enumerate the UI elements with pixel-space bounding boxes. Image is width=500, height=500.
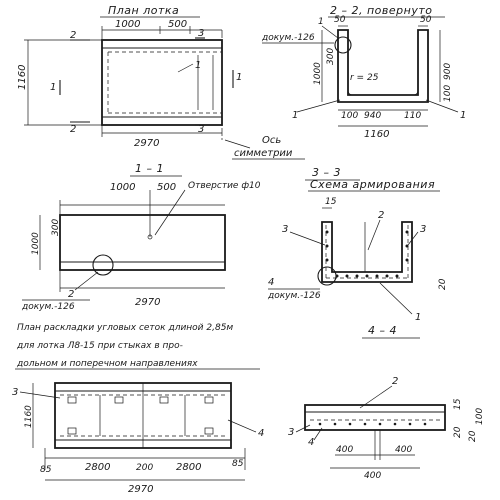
reinf-dim-15: 15 bbox=[325, 197, 337, 207]
reinf-title: Схема армирования bbox=[310, 178, 435, 191]
sec22-dim-50a: 50 bbox=[334, 15, 346, 25]
reinf-doc-ref: докум.-126 bbox=[267, 291, 321, 301]
sec22-detail-circle bbox=[334, 36, 352, 54]
reinf-callout-4: 4 bbox=[268, 277, 274, 288]
reinf-detail-circle bbox=[317, 266, 337, 286]
layout-dim-2800a: 2800 bbox=[85, 462, 110, 473]
section-4-4-detail: 2 3 4 15 100 20 20 400 400 400 bbox=[288, 376, 485, 481]
reinf-bars bbox=[325, 230, 409, 278]
plan-sec-3-bot: 3 bbox=[198, 124, 204, 135]
reinf-callout-2: 2 bbox=[378, 210, 384, 221]
sec11-hole-label: Отверстие ф10 bbox=[188, 181, 261, 191]
sec22-dim-300: 300 bbox=[326, 48, 336, 65]
layout-callout-4: 4 bbox=[258, 428, 264, 439]
sec44-dim-20a: 20 bbox=[453, 426, 463, 438]
sec11-outline bbox=[59, 214, 226, 271]
plan-dim-1000: 1000 bbox=[115, 19, 140, 30]
sec44-bars bbox=[318, 422, 427, 426]
sec11-dim-2970: 2970 bbox=[135, 297, 160, 308]
sec44-dim-15: 15 bbox=[453, 398, 463, 410]
sec44-dim-100: 100 bbox=[475, 408, 485, 425]
layout-dim-85b: 85 bbox=[232, 459, 244, 469]
sec44-callout-2: 2 bbox=[392, 376, 398, 387]
plan-sec-3-top: 3 bbox=[198, 28, 204, 39]
sec22-dim-940: 940 bbox=[364, 111, 381, 121]
plan-sec-1-left: 1 bbox=[50, 82, 56, 93]
reinf-callout-3a: 3 bbox=[282, 224, 288, 235]
plan-callout-1: 1 bbox=[195, 60, 201, 71]
plan-axis-label2: симметрии bbox=[234, 148, 293, 159]
plan-outline bbox=[101, 39, 223, 126]
sec11-dim-300: 300 bbox=[51, 219, 61, 236]
layout-dim-200: 200 bbox=[136, 463, 153, 473]
layout-plan: 1160 3 4 85 2800 200 2800 85 2970 bbox=[12, 382, 264, 495]
sec22-callout-1c: 1 bbox=[460, 110, 466, 121]
section-1-1: 1 – 1 1000 500 Отверстие ф10 1000 300 29… bbox=[21, 162, 261, 312]
sec22-dim-900: 900 bbox=[443, 63, 453, 80]
sec22-doc-ref: докум.-126 bbox=[261, 33, 315, 43]
sec22-dim-110a: 100 bbox=[341, 111, 358, 121]
sec22-dim-110: 110 bbox=[404, 111, 421, 121]
layout-callout-3: 3 bbox=[12, 387, 18, 398]
sec22-dim-50b: 50 bbox=[420, 15, 432, 25]
sec11-dim-1000v: 1000 bbox=[31, 232, 41, 255]
reinf-profile bbox=[321, 221, 413, 283]
plan-dim-500: 500 bbox=[168, 19, 187, 30]
sec22-dim-1160: 1160 bbox=[364, 129, 389, 140]
sec44-callout-3: 3 bbox=[288, 427, 294, 438]
plan-axis-label: Ось bbox=[262, 135, 281, 146]
reinf-callout-3b: 3 bbox=[420, 224, 426, 235]
plan-title: План лотка bbox=[108, 4, 179, 17]
sec11-dim-500: 500 bbox=[157, 182, 176, 193]
layout-caption-3: дольном и поперечном направлениях bbox=[16, 359, 198, 369]
layout-dim-2970: 2970 bbox=[128, 484, 153, 495]
reinforcement-scheme: 3 – 3 Схема армирования 15 20 2 3 3 4 bbox=[267, 166, 448, 339]
reinf-dim-20: 20 bbox=[438, 278, 448, 290]
sec22-callout-1a: 1 bbox=[318, 17, 324, 27]
layout-dim-2800b: 2800 bbox=[176, 462, 201, 473]
reinf-section-4-4: 4 – 4 bbox=[368, 324, 397, 337]
layout-dim-1160: 1160 bbox=[24, 405, 34, 428]
sec11-callout-2: 2 bbox=[68, 289, 74, 300]
plan-dim-2970: 2970 bbox=[134, 138, 159, 149]
sec44-slab bbox=[304, 404, 446, 431]
plan-sec-2-bot: 2 bbox=[70, 124, 76, 135]
sec44-dim-400c: 400 bbox=[364, 471, 381, 481]
layout-caption: План раскладки угловых сеток длиной 2,85… bbox=[15, 323, 260, 370]
sec11-dim-1000: 1000 bbox=[110, 182, 135, 193]
reinf-callout-1: 1 bbox=[415, 312, 421, 323]
sec44-dim-20b: 20 bbox=[468, 430, 478, 442]
layout-dim-85a: 85 bbox=[40, 465, 52, 475]
sec11-doc-ref: докум.-126 bbox=[21, 302, 75, 312]
sec11-title: 1 – 1 bbox=[135, 162, 164, 175]
layout-caption-2: для лотка Л8-15 при стыках в про- bbox=[16, 341, 183, 351]
sec22-callout-1b: 1 bbox=[292, 110, 298, 121]
layout-caption-1: План раскладки угловых сеток длиной 2,85… bbox=[17, 323, 233, 333]
sec22-dim-100b: 100 bbox=[443, 85, 453, 102]
sec22-title: 2 – 2, повернуто bbox=[330, 4, 432, 17]
plan-sec-2-top: 2 bbox=[70, 30, 76, 41]
sec22-dim-1000: 1000 bbox=[313, 62, 323, 85]
sec22-radius: r = 25 bbox=[350, 73, 379, 83]
plan-dim-1160: 1160 bbox=[17, 65, 28, 90]
sec22-profile bbox=[337, 29, 429, 103]
plan-view: План лотка 1000 500 1160 2970 2 2 3 bbox=[17, 4, 305, 160]
section-2-2: 2 – 2, повернуто 50 50 1000 300 900 100 … bbox=[261, 4, 466, 140]
sec44-dim-400b: 400 bbox=[395, 445, 412, 455]
plan-sec-1-right: 1 bbox=[236, 72, 242, 83]
reinf-section-3-3: 3 – 3 bbox=[312, 166, 341, 179]
sec11-detail-circle bbox=[92, 254, 114, 276]
sec44-dim-400a: 400 bbox=[336, 445, 353, 455]
sec44-callout-4: 4 bbox=[308, 437, 314, 448]
